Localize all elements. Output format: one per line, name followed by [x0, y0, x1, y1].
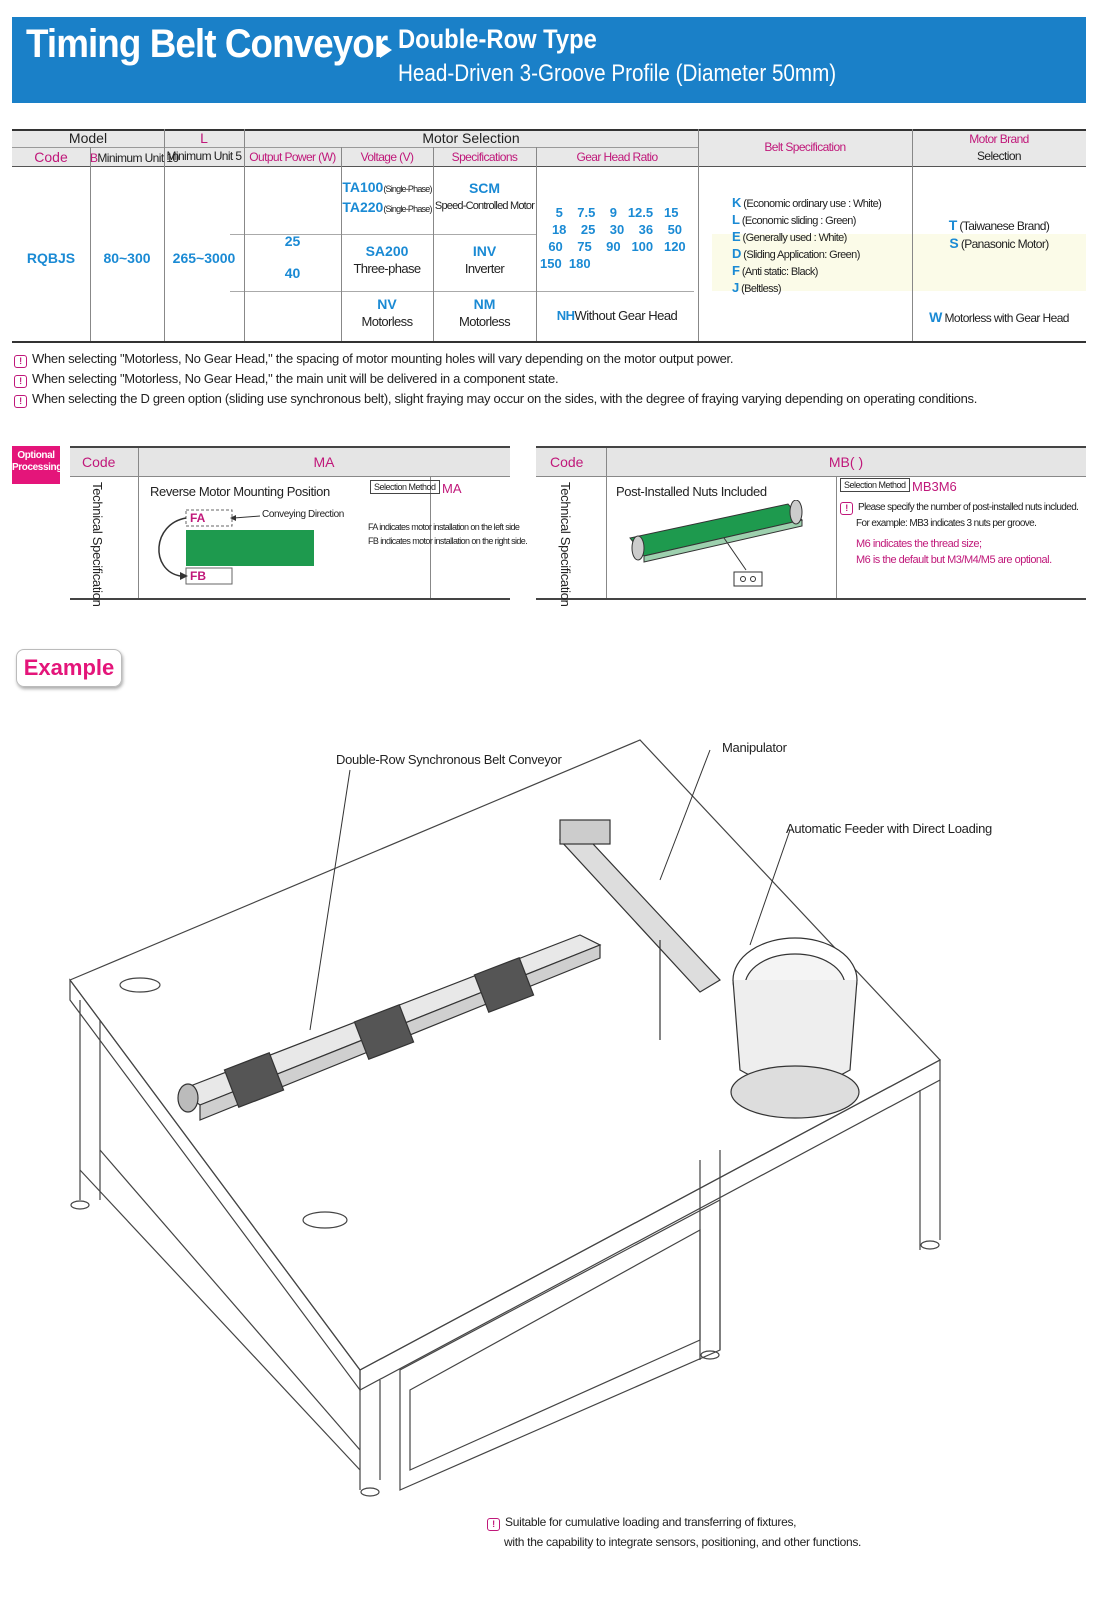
page-subtitle-detail: Head-Driven 3-Groove Profile (Diameter 5… [398, 60, 837, 87]
option-ma-code-label: Code [82, 454, 116, 470]
voltage-ta100: TA100(Single-Phase) [342, 179, 432, 195]
warning-icon: ! [14, 375, 27, 388]
voltage-sa200: SA200 [365, 243, 409, 259]
belt-option: L (Economic sliding : Green) [732, 212, 856, 227]
l-value: 265~3000 [172, 250, 236, 266]
warning-icon: ! [14, 355, 27, 368]
spec-table: Model L Motor Selection Code BMinimum Un… [12, 129, 1086, 348]
belt-list: K (Economic ordinary use : White) L (Econ… [732, 195, 882, 297]
note-1: !When selecting "Motorless, No Gear Head… [14, 351, 733, 368]
motor-position-diagram [158, 509, 314, 585]
belt-option: J (Beltless) [732, 280, 782, 295]
code-header: Code [34, 149, 68, 165]
b-header: BMinimum Unit 10 [90, 151, 179, 165]
gear-ratios-row2: 18 25 30 36 50 [551, 222, 683, 237]
power-25: 25 [284, 233, 301, 249]
spec-inv: INV [472, 243, 497, 259]
gear-head-ratio-header: Gear Head Ratio [576, 150, 658, 164]
option-mb-selection-method: Selection Method [840, 478, 910, 492]
callout-feeder: Automatic Feeder with Direct Loading [786, 821, 992, 836]
option-mb-tech-spec: Technical Specification [558, 482, 573, 607]
fb-label: FB [190, 569, 206, 583]
option-mb-desc-3: M6 indicates the thread size; [856, 538, 982, 550]
warning-icon: ! [487, 1518, 500, 1531]
voltage-nv-desc: Motorless [361, 314, 414, 329]
highlight-band [712, 234, 1086, 291]
example-note-1: !Suitable for cumulative loading and tra… [487, 1515, 797, 1531]
example-machine-illustration [69, 739, 941, 1497]
note-3: !When selecting the D green option (slid… [14, 391, 977, 408]
conveying-direction-label: Conveying Direction [262, 509, 344, 520]
note-2: !When selecting "Motorless, No Gear Head… [14, 371, 559, 388]
gear-ratios-row4: 150 180 [540, 256, 591, 271]
option-ma-title: Reverse Motor Mounting Position [150, 484, 330, 499]
voltage-nv: NV [377, 296, 397, 312]
brand-w: W Motorless with Gear Head [929, 309, 1069, 325]
voltage-ta220: TA220(Single-Phase) [342, 199, 432, 215]
option-ma-box: Code MA Technical Specification Reverse … [70, 446, 528, 607]
option-ma-desc-2: FB indicates motor installation on the r… [368, 536, 528, 546]
output-power-header: Output Power (W) [249, 150, 336, 164]
option-ma-selection-method: Selection Method [370, 480, 440, 494]
belt-option: K (Economic ordinary use : White) [732, 195, 882, 210]
motor-brand-header: Motor Brand [969, 132, 1029, 146]
spec-nm-desc: Motorless [459, 314, 511, 329]
code-value: RQBJS [26, 250, 76, 266]
option-ma-desc-1: FA indicates motor installation on the l… [368, 522, 520, 532]
option-mb-method-value: MB3M6 [912, 479, 957, 494]
spec-inv-desc: Inverter [464, 261, 505, 276]
motor-selection-header: Motor Selection [422, 130, 520, 146]
warning-icon: ! [14, 395, 27, 408]
example-heading: Example [16, 649, 122, 687]
b-value: 80~300 [103, 250, 151, 266]
voltage-header: Voltage (V) [360, 150, 414, 164]
option-mb-desc-4: M6 is the default but M3/M4/M5 are optio… [856, 554, 1052, 566]
l-min-unit: Minimum Unit 5 [166, 149, 243, 163]
gear-ratios-row3: 60 75 90 100 120 [548, 239, 686, 254]
belt-option: D (Sliding Application: Green) [732, 246, 860, 261]
option-mb-desc-1: !Please specify the number of post-insta… [840, 502, 1079, 515]
arrow-right-icon [380, 42, 392, 58]
spec-scm: SCM [468, 180, 501, 196]
page-title: Timing Belt Conveyor [26, 22, 388, 66]
spec-nm: NM [473, 296, 496, 312]
option-mb-desc-2: For example: MB3 indicates 3 nuts per gr… [856, 518, 1037, 529]
spec-scm-desc: Speed-Controlled Motor [434, 200, 535, 212]
belt-option: F (Anti static: Black) [732, 263, 818, 278]
option-mb-box: Code MB( ) Technical Specification Post-… [536, 446, 1086, 607]
power-40: 40 [284, 265, 301, 281]
warning-icon: ! [840, 502, 853, 515]
belt-spec-header: Belt Specification [764, 140, 846, 154]
option-mb-code-label: Code [550, 454, 584, 470]
title-banner [12, 17, 1086, 103]
example-note-2: with the capability to integrate sensors… [504, 1535, 862, 1549]
selection-header: Selection [977, 149, 1022, 163]
brand-s: S (Panasonic Motor) [949, 235, 1049, 251]
optional-processing-badge: Optional Processing [12, 446, 62, 484]
page-subtitle: Double-Row Type [398, 24, 597, 54]
option-mb-code: MB( ) [828, 454, 864, 470]
option-ma-tech-spec: Technical Specification [90, 482, 105, 607]
l-header: L [200, 130, 208, 146]
gear-ratios-row1: 5 7.5 9 12.5 15 [555, 205, 679, 220]
gear-nh: NHWithout Gear Head [556, 308, 678, 323]
specifications-header: Specifications [451, 150, 518, 164]
callout-manipulator: Manipulator [722, 740, 787, 755]
voltage-sa200-desc: Three-phase [353, 261, 421, 276]
brand-t: T (Taiwanese Brand) [948, 217, 1050, 233]
post-installed-nuts-diagram [629, 500, 803, 587]
callout-conveyor: Double-Row Synchronous Belt Conveyor [336, 752, 562, 767]
belt-option: E (Generally used : White) [732, 229, 847, 244]
fa-label: FA [190, 511, 206, 525]
option-ma-method-value: MA [442, 481, 462, 496]
option-ma-code: MA [313, 454, 335, 470]
model-header: Model [68, 130, 108, 146]
option-mb-title: Post-Installed Nuts Included [616, 484, 767, 499]
